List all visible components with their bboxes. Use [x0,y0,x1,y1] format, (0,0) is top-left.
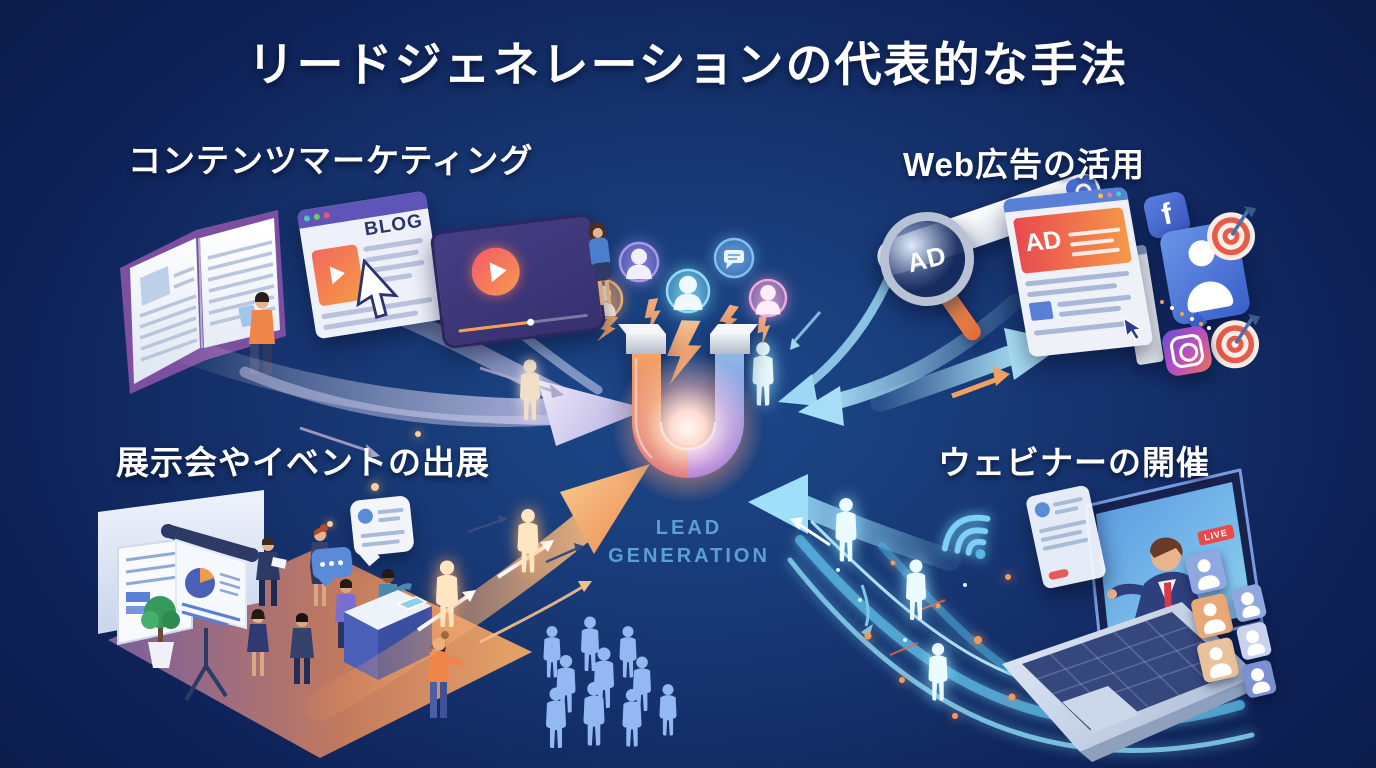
target-dart-icon [1207,206,1257,261]
panel-button [1047,568,1070,581]
label-content-marketing: コンテンツマーケティング [128,142,534,179]
cursor-icon [1122,316,1143,341]
facebook-letter: f [1158,197,1176,232]
lead-generation-caption: LEAD GENERATION [600,514,778,570]
user-avatar-icon [1033,500,1052,519]
target-dart-icon [1211,314,1261,369]
exhibition-arrow [305,464,650,721]
page-title: リードジェネレーションの代表的な手法 [247,38,1129,91]
ad-banner: AD [1012,207,1133,274]
cursor-icon [356,258,400,319]
projector-screen [161,524,259,702]
user-avatar-icon [357,507,374,525]
open-book-illustration [120,210,286,394]
lead-line1: LEAD [655,517,723,539]
video-player-window [429,212,612,350]
play-icon [468,244,523,299]
banner-ad-text: AD [1022,225,1064,258]
label-exhibition: 展示会やイベントの出展 [116,444,490,481]
label-webinar: ウェビナーの開催 [938,444,1210,481]
magnet-glow [612,352,764,504]
lead-line2: GENERATION [608,545,770,567]
label-web-ads: Web広告の活用 [903,146,1146,183]
typing-bubble-icon [310,546,354,580]
video-progress-bar [458,313,588,333]
crowd-silhouettes [543,616,677,748]
instagram-icon [1160,324,1214,378]
chat-bubble-icon [713,237,755,279]
wifi-icon [941,514,991,560]
search-ad-text: AD [904,239,950,278]
plant [141,596,180,668]
speech-bubble-icon [349,495,415,557]
ad-browser-window: AD [1002,186,1154,358]
